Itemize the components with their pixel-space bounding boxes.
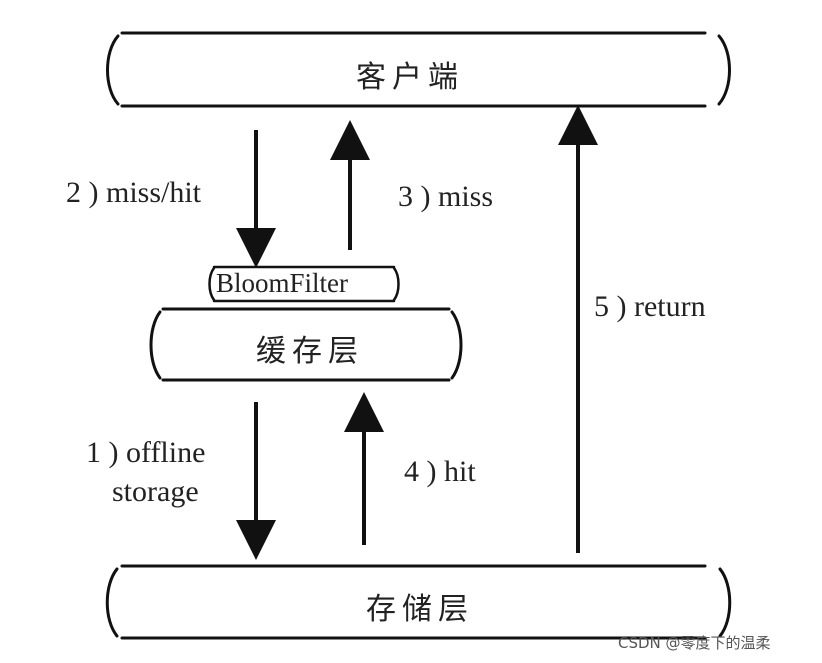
client-label: 客户端	[356, 60, 464, 95]
label-miss-hit: 2 ) miss/hit	[66, 176, 202, 209]
bloomfilter-label: BloomFilter	[216, 268, 349, 298]
cache-layer-label: 缓存层	[256, 334, 364, 369]
label-offline: 1 ) offline	[86, 436, 206, 469]
storage-layer-box	[105, 564, 732, 640]
label-hit: 4 ) hit	[404, 455, 476, 488]
watermark-text: CSDN @零度下的温柔	[618, 634, 771, 652]
storage-layer-label: 存储层	[366, 592, 474, 627]
cache-layer-box	[149, 307, 463, 382]
label-miss: 3 ) miss	[398, 180, 494, 213]
label-return: 5 ) return	[594, 290, 706, 323]
label-storage: storage	[112, 475, 199, 508]
client-box	[106, 31, 731, 108]
